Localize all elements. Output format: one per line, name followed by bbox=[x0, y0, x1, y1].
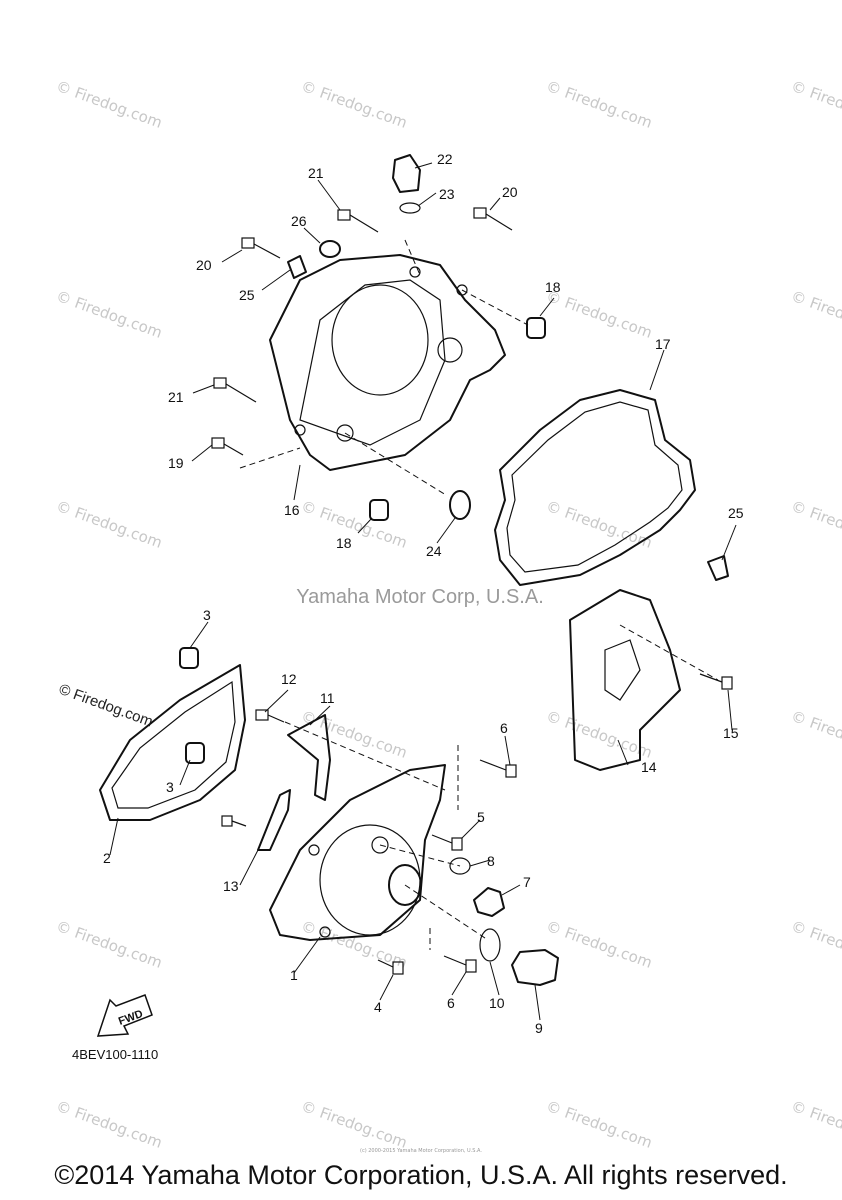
watermark: © Firedog.com bbox=[54, 497, 165, 552]
callout-18: 18 bbox=[336, 535, 352, 551]
watermark: © Firedog.com bbox=[299, 77, 410, 132]
bolt-20-left bbox=[241, 237, 281, 259]
watermark: © Firedog.com bbox=[544, 77, 655, 132]
callout-9: 9 bbox=[535, 1020, 543, 1036]
dowel-18-top bbox=[526, 317, 546, 339]
center-watermark: Yamaha Motor Corp, U.S.A. bbox=[296, 586, 544, 608]
small-copyright: (c) 2000-2015 Yamaha Motor Corporation, … bbox=[360, 1148, 482, 1154]
callout-10: 10 bbox=[489, 995, 505, 1011]
oil-seal-26 bbox=[319, 240, 341, 258]
callout-12: 12 bbox=[281, 671, 297, 687]
callout-11: 11 bbox=[320, 690, 335, 706]
bolt-19 bbox=[211, 437, 244, 456]
callout-20: 20 bbox=[196, 257, 212, 273]
plug-7 bbox=[473, 887, 505, 917]
callout-15: 15 bbox=[723, 725, 739, 741]
oil-seal-24 bbox=[449, 490, 471, 520]
diagram-code: 4BEV100-1110 bbox=[72, 1047, 158, 1062]
cable-guide-11 bbox=[287, 714, 331, 801]
callout-13: 13 bbox=[223, 878, 239, 894]
firedog-watermark-dark: © Firedog.com bbox=[57, 681, 155, 731]
watermark: © Firedog.com bbox=[789, 1097, 842, 1152]
callout-2: 2 bbox=[103, 850, 111, 866]
callout-16: 16 bbox=[284, 502, 300, 518]
bolt-20-right bbox=[473, 207, 513, 231]
callout-3: 3 bbox=[203, 607, 211, 623]
callout-3: 3 bbox=[166, 779, 174, 795]
watermark: © Firedog.com bbox=[54, 1097, 165, 1152]
clamp-25-top bbox=[287, 255, 307, 279]
clamp-25-right bbox=[707, 555, 729, 581]
bolt-15 bbox=[699, 673, 733, 690]
callout-5: 5 bbox=[477, 809, 485, 825]
watermark: © Firedog.com bbox=[789, 497, 842, 552]
dowel-3-bottom bbox=[185, 742, 205, 764]
leader-lines bbox=[109, 162, 737, 1021]
plug-9 bbox=[511, 949, 559, 986]
watermark: © Firedog.com bbox=[789, 287, 842, 342]
crankcase-cover-1 bbox=[269, 764, 446, 941]
bolt-4 bbox=[377, 959, 404, 975]
fwd-arrow-icon: FWD bbox=[96, 994, 153, 1037]
callout-21: 21 bbox=[168, 389, 184, 405]
sprocket-cover-14 bbox=[569, 589, 681, 771]
bolt-5 bbox=[431, 834, 463, 851]
callout-23: 23 bbox=[439, 186, 455, 202]
callout-22: 22 bbox=[437, 151, 453, 167]
callout-21: 21 bbox=[308, 165, 324, 181]
callout-17: 17 bbox=[655, 336, 671, 352]
watermark: © Firedog.com bbox=[789, 707, 842, 762]
callout-25: 25 bbox=[728, 505, 744, 521]
callout-7: 7 bbox=[523, 874, 531, 890]
watermark: © Firedog.com bbox=[544, 707, 655, 762]
watermark: © Firedog.com bbox=[54, 77, 165, 132]
bolt-12 bbox=[255, 709, 285, 723]
callouts: 1 2 3 3 4 5 6 6 7 8 9 10 11 12 13 14 15 … bbox=[103, 151, 744, 1036]
callout-26: 26 bbox=[291, 213, 307, 229]
crankcase-cover-16 bbox=[269, 254, 506, 471]
bolt-13-screw bbox=[221, 815, 247, 827]
callout-6: 6 bbox=[447, 995, 455, 1011]
watermark: © Firedog.com bbox=[299, 1097, 410, 1152]
watermark: © Firedog.com bbox=[544, 917, 655, 972]
watermark: © Firedog.com bbox=[544, 287, 655, 342]
callout-1: 1 bbox=[290, 967, 298, 983]
o-ring-10 bbox=[479, 928, 501, 962]
watermark: © Firedog.com bbox=[789, 77, 842, 132]
dowel-18-bottom bbox=[369, 499, 389, 521]
watermark: © Firedog.com bbox=[789, 917, 842, 972]
watermark: © Firedog.com bbox=[299, 497, 410, 552]
gasket-2 bbox=[99, 664, 246, 821]
watermark: © Firedog.com bbox=[544, 1097, 655, 1152]
footer-copyright: ©2014 Yamaha Motor Corporation, U.S.A. A… bbox=[54, 1160, 788, 1190]
filler-plug-22 bbox=[392, 154, 421, 193]
dowel-3-top bbox=[179, 647, 199, 669]
bolt-21-left bbox=[213, 377, 257, 403]
watermark: © Firedog.com bbox=[54, 917, 165, 972]
o-ring-23 bbox=[399, 202, 421, 214]
callout-4: 4 bbox=[374, 999, 382, 1015]
callout-8: 8 bbox=[487, 853, 495, 869]
callout-6: 6 bbox=[500, 720, 508, 736]
bolt-6-bottom bbox=[443, 955, 477, 973]
cable-guide-13 bbox=[257, 789, 291, 851]
bolt-21-top bbox=[337, 209, 379, 233]
bolt-6-top bbox=[479, 759, 517, 778]
callout-18: 18 bbox=[545, 279, 561, 295]
callout-14: 14 bbox=[641, 759, 657, 775]
callout-20: 20 bbox=[502, 184, 518, 200]
callout-19: 19 bbox=[168, 455, 184, 471]
watermark: © Firedog.com bbox=[54, 287, 165, 342]
assembly-lines bbox=[239, 239, 719, 950]
gasket-17 bbox=[494, 389, 696, 586]
watermark-grid: © Firedog.com © Firedog.com © Firedog.co… bbox=[54, 77, 842, 1152]
callout-25: 25 bbox=[239, 287, 255, 303]
callout-24: 24 bbox=[426, 543, 442, 559]
